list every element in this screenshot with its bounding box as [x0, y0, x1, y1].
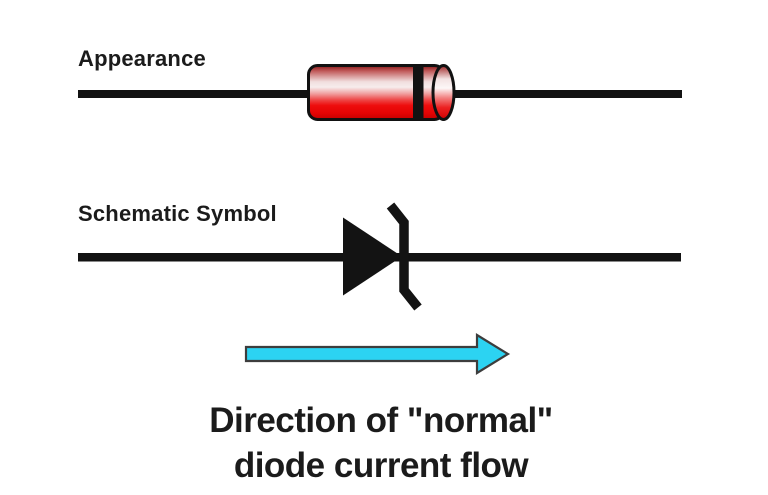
schematic-symbol-label: Schematic Symbol [78, 201, 277, 226]
caption-line-1: Direction of "normal" [209, 401, 553, 440]
zener-cathode-bar [386, 202, 422, 311]
diode-cathode-band [413, 66, 424, 119]
diode-body-illustration [307, 64, 456, 121]
diode-end-cap [431, 64, 456, 121]
diode-anode-triangle [343, 217, 402, 296]
schematic-row-graphic [78, 202, 681, 311]
appearance-label: Appearance [78, 46, 206, 71]
appearance-row-graphic [78, 64, 682, 121]
caption-line-2: diode current flow [233, 446, 529, 485]
current-direction-arrow [244, 333, 511, 375]
caption: Direction of "normal" diode current flow [0, 398, 762, 488]
